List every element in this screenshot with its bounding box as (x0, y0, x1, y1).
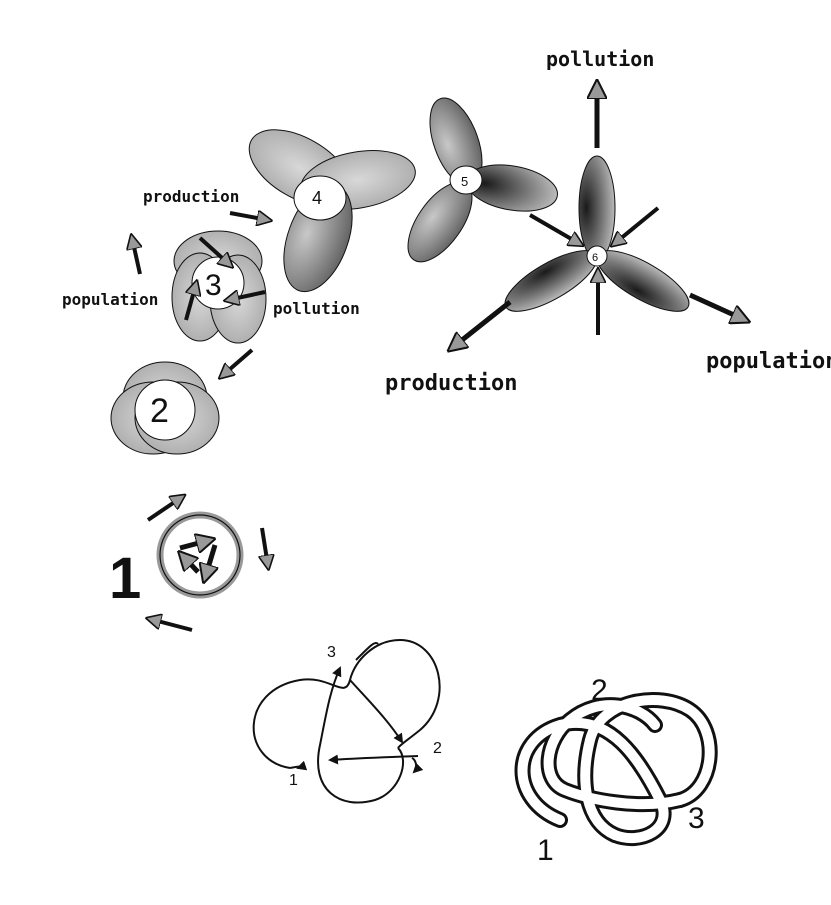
stage-4: 4 (237, 114, 420, 301)
stage-3-number: 3 (205, 269, 222, 302)
population-label-small: population (62, 290, 158, 309)
stage-5-number: 5 (461, 174, 468, 189)
knot-tube-label-2: 2 (591, 674, 608, 707)
knot-diagram-label-1: 1 (289, 772, 298, 789)
stage-2-to-1-arrow (222, 350, 252, 376)
trefoil-knot-tube (523, 700, 710, 838)
stage-2: 2 (111, 350, 252, 454)
pollution-label-small: pollution (273, 299, 360, 318)
knot-diagram-label-2: 2 (433, 740, 442, 757)
production-label-big: production (385, 371, 517, 396)
knot-diagram-label-3: 3 (327, 644, 336, 661)
production-label-small: production (143, 187, 239, 206)
stage-5: 5 (396, 91, 562, 272)
stage-1-number: 1 (109, 546, 141, 611)
stage-6-number: 6 (592, 252, 598, 264)
pollution-label-top: pollution (546, 47, 654, 71)
stage-1: 1 (109, 497, 268, 630)
knot-tube-label-3: 3 (688, 802, 705, 835)
knot-tube-label-1: 1 (537, 834, 554, 867)
stage-4-number: 4 (312, 188, 322, 208)
stage-2-number: 2 (150, 392, 169, 430)
population-label-big: population (706, 349, 831, 374)
trefoil-knot-diagram (254, 640, 440, 803)
stage-1-inner-arrows (180, 540, 215, 578)
